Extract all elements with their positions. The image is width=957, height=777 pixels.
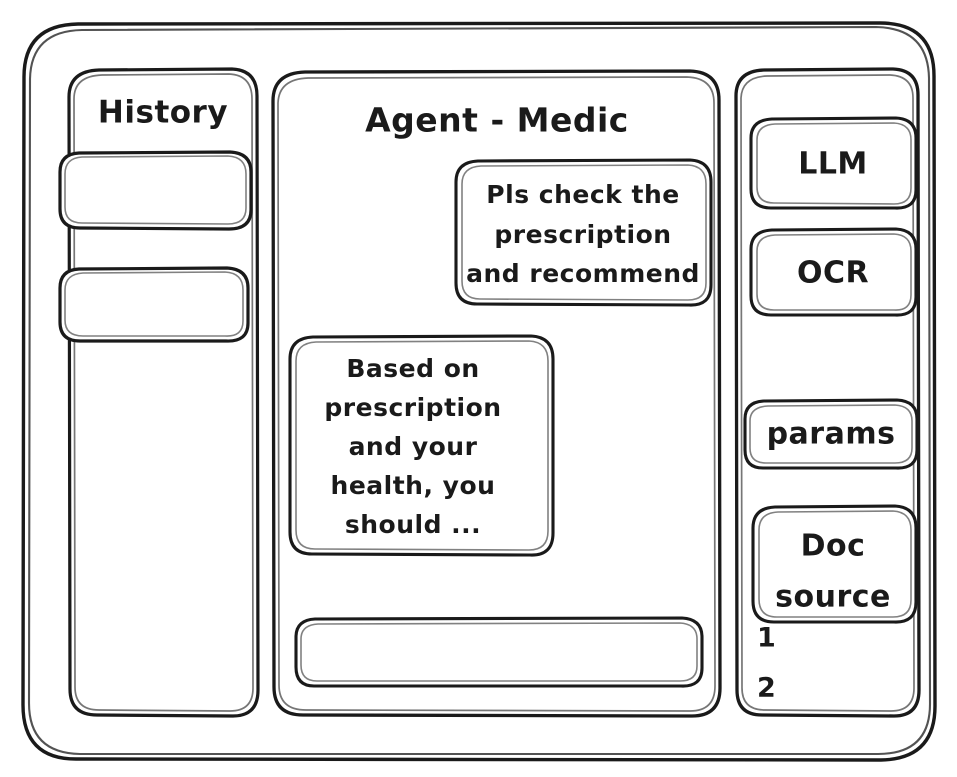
tool-ocr-label: OCR (797, 256, 869, 291)
history-item-2[interactable] (58, 266, 250, 343)
tool-llm-button[interactable]: LLM (749, 116, 918, 210)
main-panel-title: Agent - Medic (365, 101, 629, 140)
doc-source-box[interactable]: Doc source (751, 504, 918, 624)
assistant-message-line-5: should ... (345, 510, 481, 539)
tool-ocr-button[interactable]: OCR (749, 227, 918, 317)
assistant-message-line-2: prescription (324, 393, 501, 422)
history-panel-title: History (98, 95, 228, 131)
window-frame (21, 21, 937, 762)
doc-source-line-2: source (775, 580, 891, 615)
message-bubble-assistant[interactable]: Based on prescription and your health, y… (288, 334, 555, 557)
tool-params-button[interactable]: params (743, 398, 919, 470)
doc-source-list-item-2[interactable]: 2 (757, 673, 776, 704)
doc-source-list: 1 2 (757, 623, 776, 704)
assistant-message-line-4: health, you (331, 471, 496, 500)
tools-panel (734, 67, 921, 718)
history-panel (67, 67, 260, 718)
user-message-line-3: and recommend (466, 259, 700, 288)
main-panel (271, 69, 722, 718)
user-message-line-1: Pls check the (486, 180, 679, 209)
doc-source-list-item-1[interactable]: 1 (757, 623, 776, 654)
doc-source-line-1: Doc (801, 529, 866, 564)
user-message-line-2: prescription (494, 220, 671, 249)
tool-params-label: params (767, 417, 896, 452)
history-item-1[interactable] (58, 150, 253, 231)
assistant-message-line-3: and your (349, 432, 478, 461)
message-composer-input[interactable] (294, 616, 704, 688)
assistant-message-line-1: Based on (346, 354, 479, 383)
tool-llm-label: LLM (798, 147, 868, 182)
message-bubble-user[interactable]: Pls check the prescription and recommend (454, 158, 713, 307)
